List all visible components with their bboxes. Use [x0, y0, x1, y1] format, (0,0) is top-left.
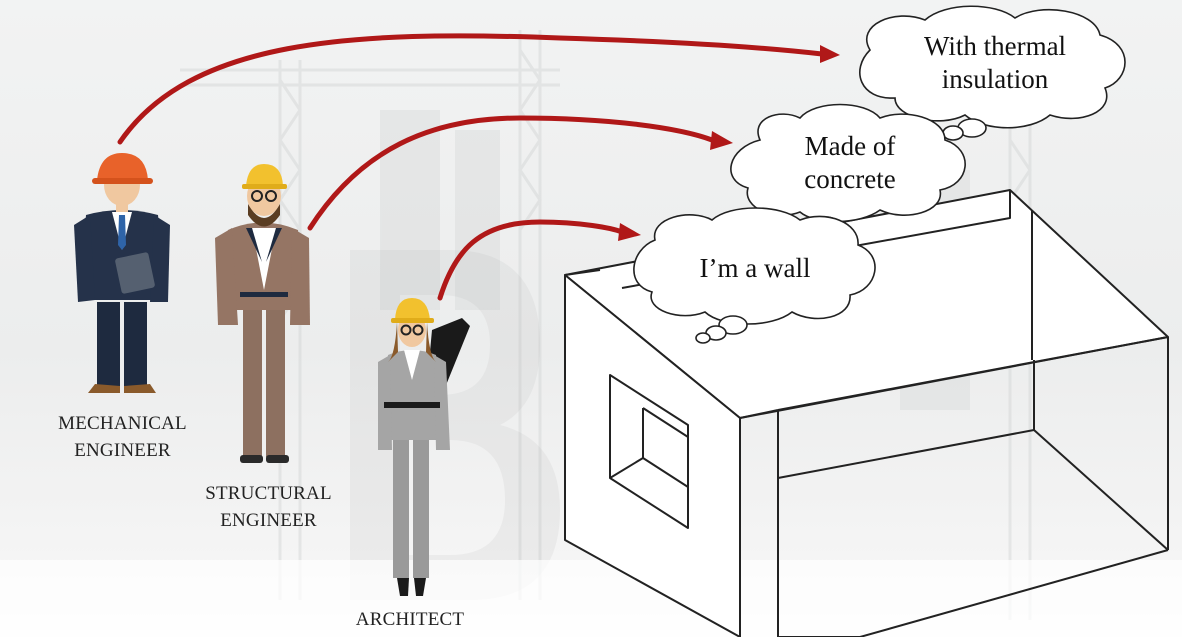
mechanical-engineer-label: MECHANICAL ENGINEER [40, 410, 205, 464]
mechanical-engineer-figure [74, 153, 170, 393]
concrete-line1: Made of [804, 131, 896, 161]
thermal-line1: With thermal [923, 31, 1067, 61]
arrow-mechanical-to-thermal [117, 33, 825, 145]
structural-label-line1: STRUCTURAL [205, 483, 332, 504]
wall-bubble-text: I’m a wall [655, 252, 855, 285]
thermal-bubble-text: With thermal insulation [880, 30, 1110, 96]
thought-bubble-wall [633, 207, 876, 344]
structural-engineer-figure [215, 164, 310, 463]
concrete-line2: concrete [804, 164, 896, 194]
architect-figure [378, 298, 470, 596]
mechanical-label-line1: MECHANICAL [58, 413, 187, 434]
architect-label-line1: ARCHITECT [355, 609, 465, 630]
wall-line1: I’m a wall [699, 253, 811, 283]
architect-label: ARCHITECT [330, 606, 490, 633]
mechanical-label-line2: ENGINEER [74, 440, 171, 461]
concrete-bubble-text: Made of concrete [755, 130, 945, 196]
structural-engineer-label: STRUCTURAL ENGINEER [186, 480, 351, 534]
arrow-structural-to-concrete [307, 115, 715, 231]
arrow-architect-to-wall [437, 219, 625, 301]
thermal-line2: insulation [941, 64, 1049, 94]
structural-label-line2: ENGINEER [220, 510, 317, 531]
